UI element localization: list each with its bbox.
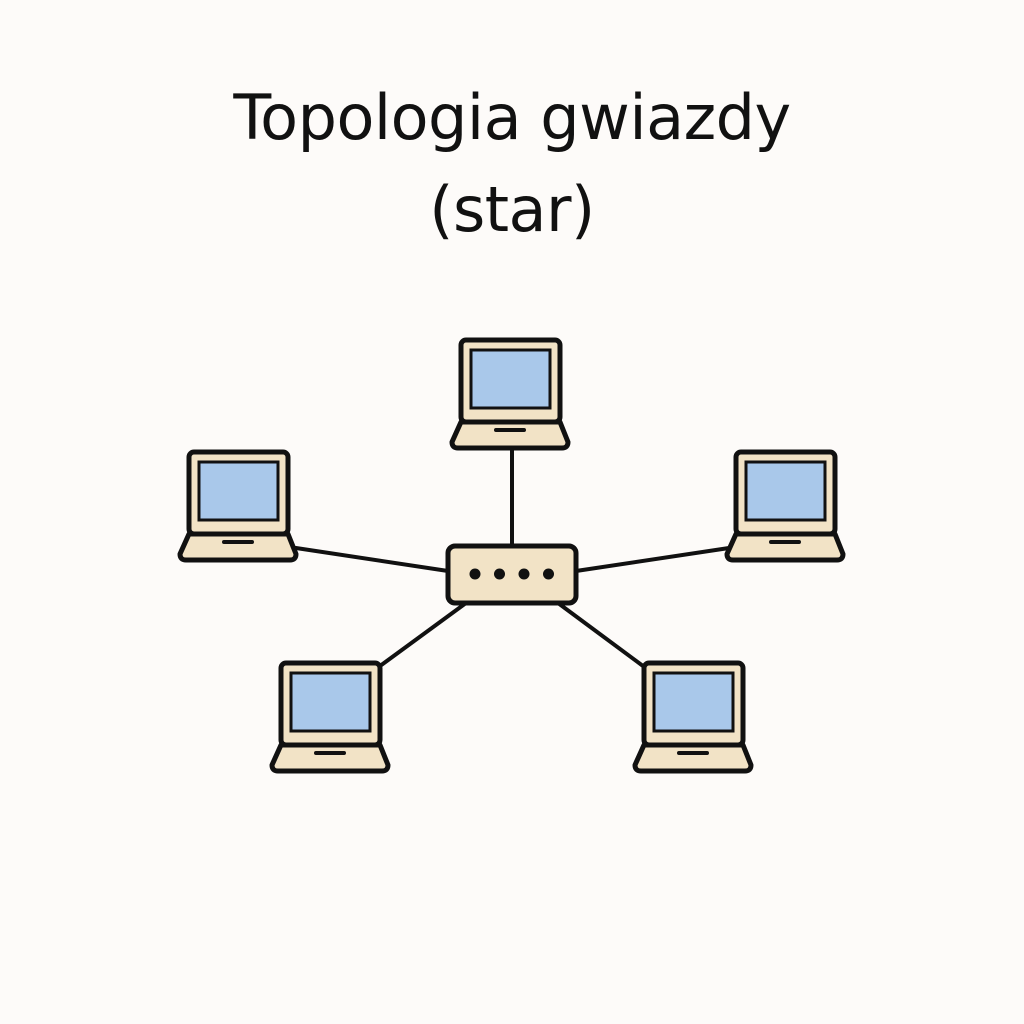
switch-port-led xyxy=(518,568,530,580)
network-switch-icon xyxy=(445,543,579,606)
link-bottom-right xyxy=(556,601,645,668)
laptop-base xyxy=(269,742,391,774)
laptop-icon-left xyxy=(177,449,299,563)
laptop-screen xyxy=(289,671,372,733)
switch-port-led xyxy=(469,568,481,580)
switch-port-led xyxy=(543,568,554,580)
laptop-base xyxy=(177,531,299,563)
link-left xyxy=(294,546,450,573)
laptop-icon-bottom-right xyxy=(632,660,754,774)
laptop-screen xyxy=(197,460,280,522)
connection-links xyxy=(294,448,731,668)
laptop-screen xyxy=(744,460,827,522)
laptop-base xyxy=(632,742,754,774)
link-bottom-left xyxy=(378,601,468,668)
title-line-2: (star) xyxy=(429,173,595,246)
laptop-base xyxy=(724,531,846,563)
switch-port-led xyxy=(494,568,505,580)
link-right xyxy=(574,546,731,573)
laptop-icon-right xyxy=(724,449,846,563)
title-line-1: Topologia gwiazdy xyxy=(233,81,791,154)
laptops-group xyxy=(177,337,846,774)
laptop-icon-top xyxy=(449,337,571,451)
laptop-screen xyxy=(652,671,735,733)
page-title: Topologia gwiazdy (star) xyxy=(0,72,1024,256)
laptop-base xyxy=(449,419,571,451)
laptop-screen xyxy=(469,348,552,410)
laptop-icon-bottom-left xyxy=(269,660,391,774)
switch-body xyxy=(445,543,579,606)
